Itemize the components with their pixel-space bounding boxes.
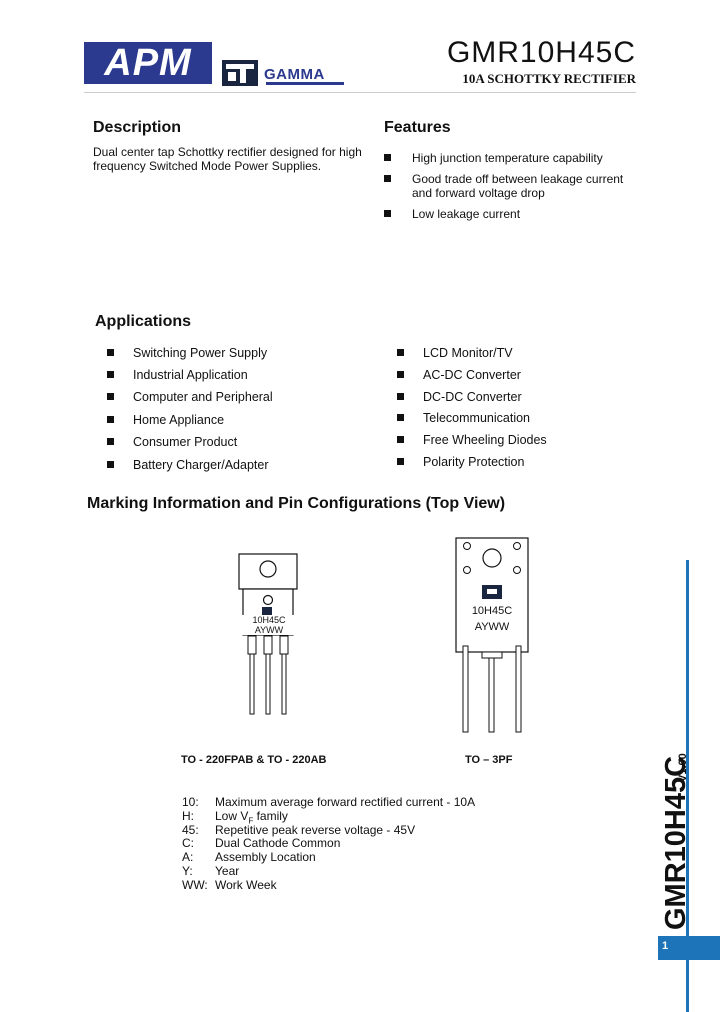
- legend-value: Maximum average forward rectified curren…: [215, 795, 476, 809]
- legend-value: Assembly Location: [215, 850, 316, 864]
- feature-item: Good trade off between leakage current a…: [384, 172, 623, 200]
- vertical-part-title: GMR10H45C V1.00: [660, 753, 692, 930]
- legend-value: Low VF family: [215, 809, 288, 828]
- to3pf-package-diagram: [455, 537, 529, 733]
- description-heading: Description: [93, 119, 182, 136]
- legend-key: WW:: [182, 878, 208, 892]
- features-heading: Features: [384, 119, 451, 136]
- feature-item: High junction temperature capability: [384, 151, 603, 165]
- application-item: Home Appliance: [107, 413, 224, 427]
- application-item: Telecommunication: [397, 411, 530, 425]
- feature-text: High junction temperature capability: [412, 151, 603, 165]
- application-item: Polarity Protection: [397, 455, 524, 469]
- page-number: 1: [662, 940, 669, 952]
- feature-text: Good trade off between leakage current: [412, 172, 624, 186]
- legend-key: C:: [182, 836, 194, 850]
- apm-logo: APM: [84, 42, 212, 84]
- header-divider: [84, 92, 636, 93]
- legend-subscript: F: [248, 816, 254, 826]
- application-item: DC-DC Converter: [397, 390, 522, 404]
- legend-value: Year: [215, 864, 240, 878]
- application-item: Industrial Application: [107, 368, 248, 382]
- pkg2-caption: TO – 3PF: [465, 754, 513, 766]
- application-item: Computer and Peripheral: [107, 390, 273, 404]
- pkg1-date: AYWW: [240, 625, 298, 635]
- pkg1-code: 10H45C: [240, 615, 298, 625]
- legend-value: Repetitive peak reverse voltage - 45V: [215, 823, 416, 837]
- product-subtitle: 10A SCHOTTKY RECTIFIER: [462, 71, 636, 86]
- pkg2-code: 10H45C: [458, 605, 526, 617]
- application-item: LCD Monitor/TV: [397, 346, 513, 360]
- gamma-logo-text: GAMMA: [264, 66, 325, 83]
- description-text: Dual center tap Schottky rectifier desig…: [93, 145, 383, 173]
- pkg1-caption: TO - 220FPAB & TO - 220AB: [181, 754, 327, 766]
- legend-value: Work Week: [215, 878, 277, 892]
- application-item: Switching Power Supply: [107, 346, 267, 360]
- application-item: Consumer Product: [107, 435, 237, 449]
- description-line: frequency Switched Mode Power Supplies.: [93, 159, 322, 173]
- feature-item: Low leakage current: [384, 207, 520, 221]
- application-item: AC-DC Converter: [397, 368, 521, 382]
- version-text: V1.00: [677, 753, 689, 782]
- vertical-title-text: GMR10H45C: [660, 756, 692, 930]
- legend-key: Y:: [182, 864, 193, 878]
- gamma-underline: [266, 82, 344, 85]
- legend-value-suffix: family: [253, 809, 288, 823]
- legend-key: 10:: [182, 795, 199, 809]
- legend-value: Dual Cathode Common: [215, 836, 341, 850]
- application-item: Free Wheeling Diodes: [397, 433, 547, 447]
- gamma-logo-icon: [222, 60, 258, 86]
- application-item: Battery Charger/Adapter: [107, 458, 269, 472]
- part-number-title: GMR10H45C: [446, 36, 636, 69]
- feature-text: Low leakage current: [412, 207, 521, 221]
- legend-key: 45:: [182, 823, 199, 837]
- sidebar-accent-line: [686, 560, 689, 1012]
- legend-key: A:: [182, 850, 194, 864]
- page-number-tab: [658, 936, 720, 960]
- pkg2-date: AYWW: [458, 621, 526, 633]
- description-line: Dual center tap Schottky rectifier desig…: [93, 145, 362, 159]
- legend-key: H:: [182, 809, 194, 823]
- feature-text: and forward voltage drop: [412, 186, 545, 200]
- legend-value-text: Low V: [215, 809, 249, 823]
- marking-heading: Marking Information and Pin Configuratio…: [87, 495, 506, 512]
- applications-heading: Applications: [95, 313, 192, 330]
